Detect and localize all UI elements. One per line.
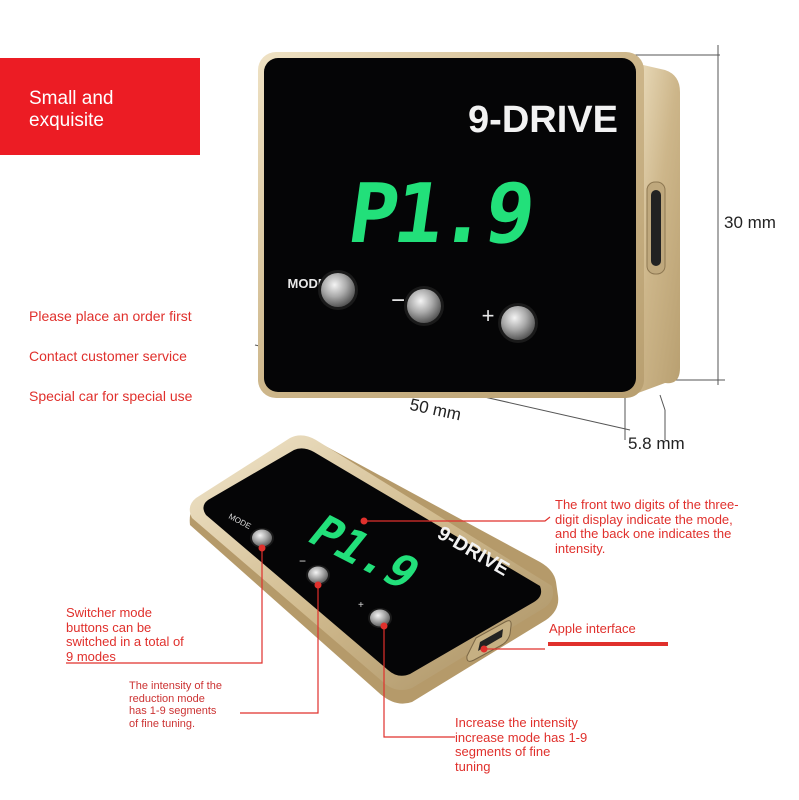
device-display-readout: P1.9 xyxy=(342,167,537,262)
callout-increase-intensity: Increase the intensity increase mode has… xyxy=(455,715,588,774)
device-angled-view: 9-DRIVE P1.9 MODE − + xyxy=(66,435,668,738)
callout-mode-buttons: Switcher mode buttons can be switched in… xyxy=(66,605,184,664)
callout-dots xyxy=(258,517,488,653)
dimension-height-label: 30 mm xyxy=(724,213,776,232)
minus-button-knob-angled xyxy=(306,565,330,585)
plus-button-knob xyxy=(498,303,538,343)
plus-button-knob-angled xyxy=(368,608,392,628)
svg-text:+: + xyxy=(482,303,495,328)
minus-button-knob xyxy=(404,286,444,326)
headline-line-1: Small and xyxy=(29,88,114,109)
svg-text:+: + xyxy=(358,600,364,611)
note-contact-service: Contact customer service xyxy=(29,348,187,364)
headline-line-2: exquisite xyxy=(29,110,104,131)
mode-button-knob-angled xyxy=(250,528,274,548)
svg-text:−: − xyxy=(299,554,306,568)
device-brand-logo: 9-DRIVE xyxy=(468,99,618,141)
callout-display-description: The front two digits of the three- digit… xyxy=(555,497,739,556)
dimension-depth-label: 5.8 mm xyxy=(628,434,685,453)
svg-text:−: − xyxy=(391,287,405,314)
callout-apple-interface: Apple interface xyxy=(549,621,636,636)
note-special-car: Special car for special use xyxy=(29,388,193,404)
note-order-first: Please place an order first xyxy=(29,308,192,324)
headline-banner: Small and exquisite xyxy=(0,58,200,155)
callout-lines xyxy=(66,516,551,738)
svg-text:MODE: MODE xyxy=(288,276,327,291)
callout-reduction-intensity: The intensity of the reduction mode has … xyxy=(129,680,222,730)
mode-button-knob xyxy=(318,270,358,310)
device-front-view: 9-DRIVE P1.9 MODE − + xyxy=(254,45,725,440)
